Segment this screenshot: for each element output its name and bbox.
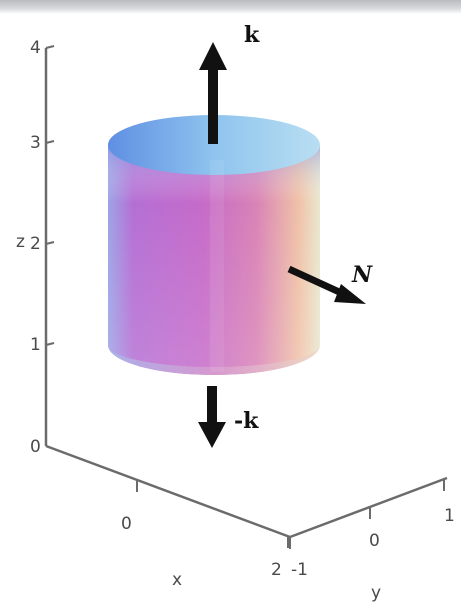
vector-k-arrowhead	[199, 42, 227, 70]
vector-N: N	[287, 262, 373, 304]
x-axis-title: x	[172, 570, 182, 590]
cylinder	[108, 115, 320, 375]
cylinder-top-face	[108, 115, 320, 175]
z-tick-3	[45, 140, 55, 144]
cylinder-bottom-rim	[108, 345, 320, 375]
z-tick-2	[45, 241, 55, 245]
z-tick-label-3: 3	[30, 133, 41, 153]
z-tick-label-0: 0	[30, 437, 41, 457]
z-tick-label-1: 1	[30, 335, 41, 355]
vector-neg-k-label: -k	[234, 408, 259, 434]
vector-neg-k-shaft	[207, 386, 217, 426]
y-axis-title: y	[371, 583, 381, 603]
vector-k-label: k	[244, 22, 260, 48]
vector-neg-k-arrowhead	[198, 422, 226, 448]
vector-N-label: N	[351, 262, 373, 288]
x-axis: 0 2 x	[45, 444, 291, 590]
x-tick-label-2: 2	[271, 560, 282, 580]
y-tick-label--1: -1	[291, 560, 308, 580]
z-tick-label-4: 4	[30, 38, 41, 58]
vector-k-shaft	[208, 66, 218, 144]
top-border-strip	[0, 0, 461, 14]
z-axis: 4 3 2 1 0 z	[16, 38, 55, 457]
y-tick-label-1: 1	[444, 506, 455, 526]
z-axis-title: z	[16, 232, 25, 252]
z-tick-label-2: 2	[30, 234, 41, 254]
x-axis-line	[45, 444, 291, 539]
cylinder-facet-highlight	[210, 160, 224, 372]
z-tick-1	[45, 342, 55, 346]
y-axis: -1 0 1 y	[289, 476, 455, 603]
y-axis-line	[289, 476, 448, 539]
vector-k: k	[199, 22, 260, 144]
x-tick-label-0: 0	[121, 514, 132, 534]
cylinder-body-shading	[108, 145, 320, 375]
y-tick-label-0: 0	[369, 531, 380, 551]
z-tick-4	[45, 45, 55, 49]
vector-N-arrowhead	[334, 284, 366, 304]
vector-neg-k: -k	[198, 386, 259, 448]
